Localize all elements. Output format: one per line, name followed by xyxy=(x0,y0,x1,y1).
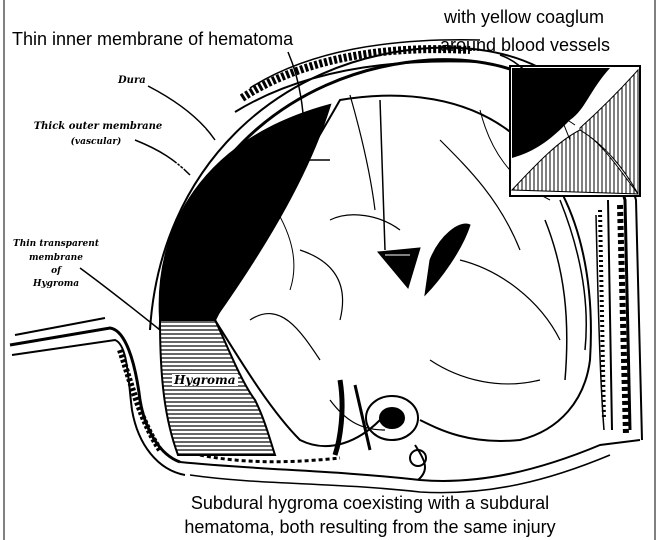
ventricles xyxy=(378,224,470,295)
label-thin-transparent-3: of xyxy=(6,267,106,276)
label-thick-outer-2: (vascular) xyxy=(56,138,136,147)
label-thin-transparent-2: membrane xyxy=(6,254,106,263)
right-cortex xyxy=(545,200,604,420)
label-thin-transparent-4: Hygroma xyxy=(6,280,106,289)
label-dura: Dura xyxy=(118,76,146,86)
label-thick-outer-1: Thick outer membrane xyxy=(28,122,168,132)
label-coaglum-line1: with yellow coaglum xyxy=(415,8,633,26)
label-inner-membrane: Thin inner membrane of hematoma xyxy=(12,30,293,48)
label-coaglum-line2: around blood vessels xyxy=(400,36,650,54)
label-hygroma: Hygroma xyxy=(172,374,238,386)
label-thin-transparent-1: Thin transparent xyxy=(6,240,106,249)
caption-line-2: hematoma, both resulting from the same i… xyxy=(130,518,610,536)
inset-magnification xyxy=(510,66,640,196)
caption-line-1: Subdural hygroma coexisting with a subdu… xyxy=(130,494,610,512)
left-scalp-layers xyxy=(10,318,185,475)
